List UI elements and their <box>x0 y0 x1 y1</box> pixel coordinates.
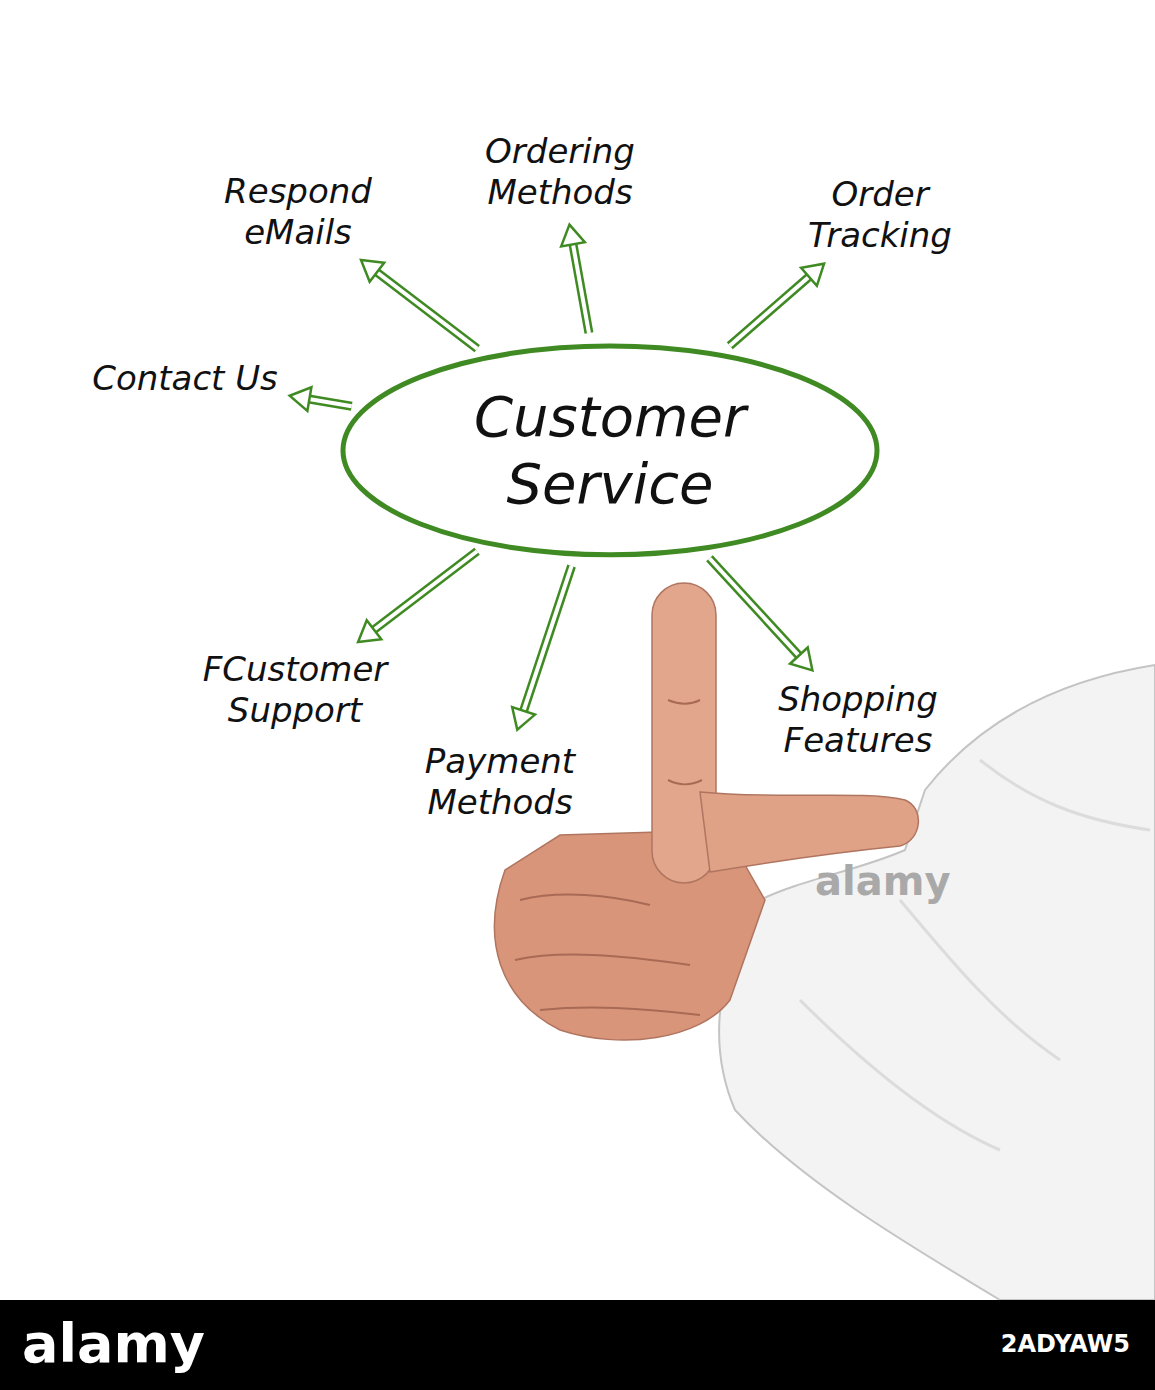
footer-logo: alamy <box>22 1312 205 1375</box>
arrow-shaft-inner <box>709 558 800 657</box>
node-text: Customer Service <box>445 383 775 517</box>
ellipse-shape <box>343 346 877 555</box>
arrow-shaft-outer <box>307 399 351 407</box>
arrow-head <box>790 648 812 671</box>
arrow-shaft-inner <box>523 566 572 713</box>
arrow-shaft-inner <box>307 399 351 407</box>
arrow-shaft-inner <box>372 551 477 631</box>
arrow-head <box>290 387 312 411</box>
arrow-shaft-inner <box>375 271 477 349</box>
node-text: Ordering Methods <box>440 131 680 213</box>
arrow-head <box>801 264 824 286</box>
node-text: Respond eMails <box>178 171 418 253</box>
shirt-sleeve <box>719 665 1155 1300</box>
double-arrow <box>361 260 477 349</box>
arrow-shaft-outer <box>372 551 477 631</box>
topic-label: Contact Us <box>92 358 278 399</box>
node-text: Payment Methods <box>380 741 620 823</box>
topic-label: Respond eMails <box>178 171 418 253</box>
image-id: 2ADYAW5 <box>1001 1330 1130 1358</box>
arrow-shaft-outer <box>730 275 811 345</box>
arrow-head <box>361 260 384 282</box>
arrow-head <box>512 707 535 730</box>
arrow-head <box>561 225 585 247</box>
node-text: Order Tracking <box>760 174 1000 256</box>
double-arrow <box>561 225 589 333</box>
node-text: Shopping Features <box>738 679 978 761</box>
node-text: Contact Us <box>92 358 278 399</box>
ellipse-outline <box>340 343 880 558</box>
topic-label: FCustomer Support <box>175 649 415 731</box>
double-arrow <box>709 558 812 670</box>
watermark: alamy <box>815 858 950 904</box>
topic-label: Shopping Features <box>738 679 978 761</box>
double-arrow <box>358 551 477 642</box>
arrow-shaft-inner <box>730 275 811 345</box>
topic-label: Order Tracking <box>760 174 1000 256</box>
double-arrow <box>512 566 571 730</box>
arrow-head <box>358 620 381 642</box>
topic-label: Payment Methods <box>380 741 620 823</box>
node-text: FCustomer Support <box>175 649 415 731</box>
arrow-shaft-outer <box>573 242 589 333</box>
arrow-shaft-outer <box>709 558 800 657</box>
double-arrow <box>290 387 352 411</box>
arrow-shaft-inner <box>573 242 589 333</box>
topic-label: Ordering Methods <box>440 131 680 213</box>
double-arrow <box>730 264 824 346</box>
footer-bar <box>0 1300 1155 1390</box>
arrow-shaft-outer <box>523 566 572 713</box>
central-ellipse: Customer Service <box>340 343 880 558</box>
arrow-shaft-outer <box>375 271 477 349</box>
